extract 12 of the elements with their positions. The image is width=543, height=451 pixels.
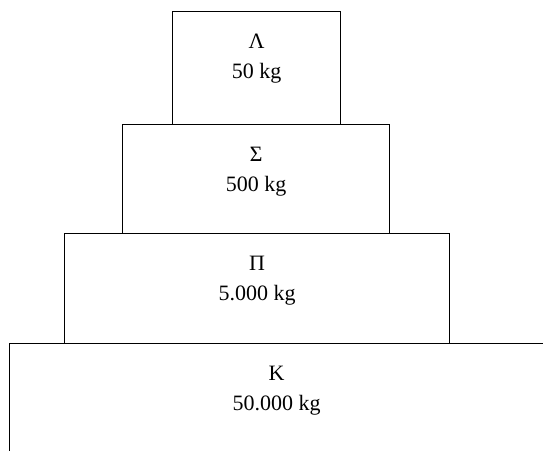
pyramid-tier-box (122, 124, 390, 234)
pyramid-tier-box (64, 233, 450, 344)
pyramid-tier-box (172, 11, 341, 125)
tier-letter: Λ (248, 27, 264, 55)
tier-weight: 50.000 kg (232, 389, 320, 417)
tier-letter: Σ (250, 140, 262, 168)
tier-letter: K (268, 359, 284, 387)
pyramid-tier-box (9, 343, 543, 451)
tier-letter: Π (249, 249, 265, 277)
tier-weight: 500 kg (226, 170, 286, 198)
tier-weight: 5.000 kg (218, 279, 296, 307)
tier-weight: 50 kg (232, 57, 282, 85)
